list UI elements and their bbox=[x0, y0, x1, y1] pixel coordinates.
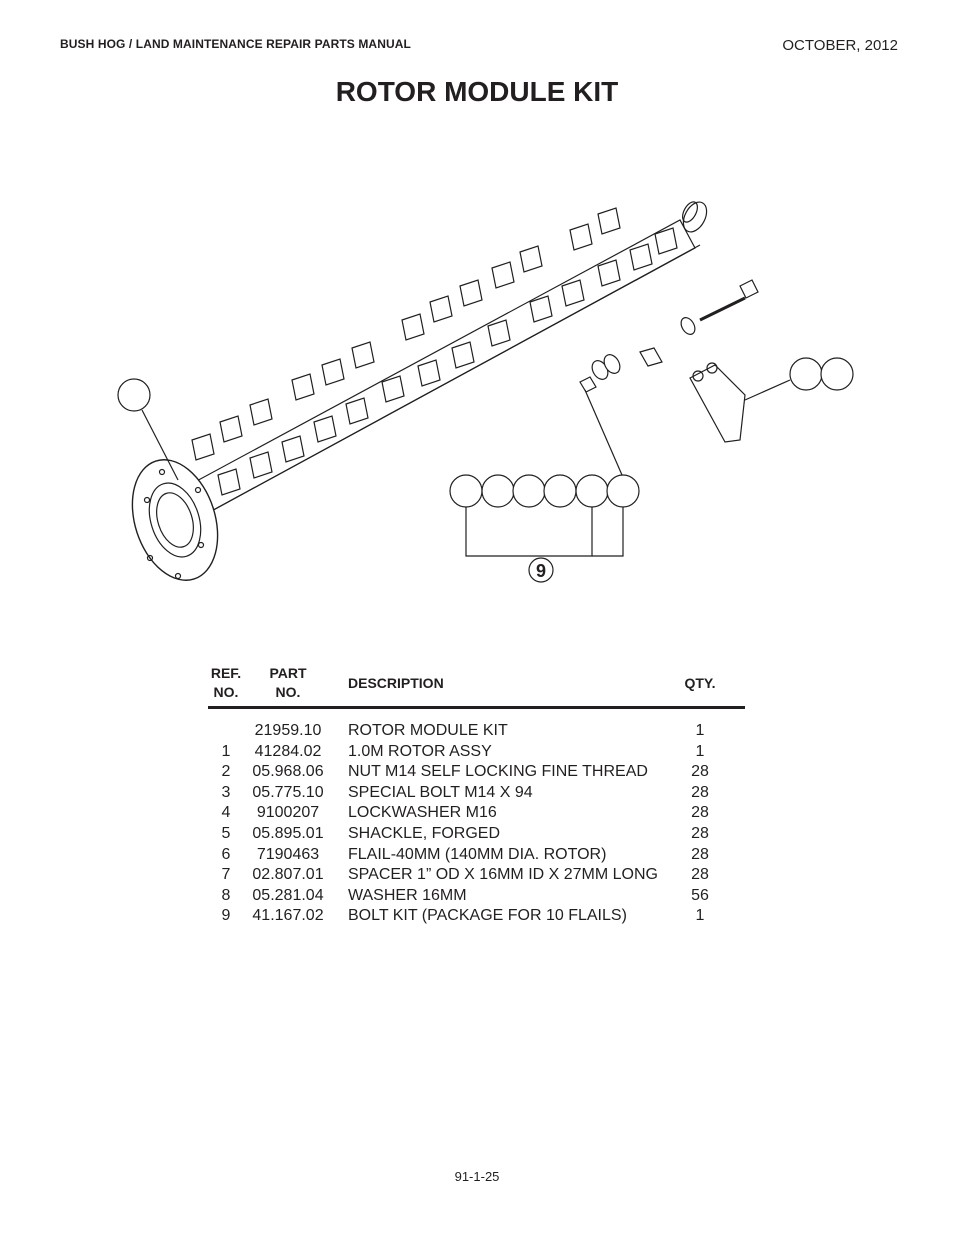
page-number: 91-1-25 bbox=[454, 1169, 500, 1184]
qty-header: QTY. bbox=[684, 675, 716, 691]
qty-cell: 28 bbox=[691, 824, 709, 842]
description-cell: SHACKLE, FORGED bbox=[348, 824, 501, 842]
qty-cell: 28 bbox=[691, 866, 709, 884]
callout-circle-ref-1 bbox=[117, 378, 151, 412]
description-cell: WASHER 16MM bbox=[348, 886, 467, 904]
qty-cell: 28 bbox=[691, 804, 709, 822]
kit-callout-group bbox=[449, 474, 640, 583]
part-no-cell: 7190463 bbox=[256, 845, 320, 863]
part-no-cell: 41284.02 bbox=[254, 742, 322, 760]
qty-cell: 56 bbox=[691, 886, 709, 904]
table-row: 4 9100207 LOCKWASHER M16 28 bbox=[208, 803, 745, 824]
table-row: 9 41.167.02 BOLT KIT (PACKAGE FOR 10 FLAIL… bbox=[208, 906, 745, 927]
callout-circle-ref-5 bbox=[789, 357, 823, 391]
ref-no-cell: 4 bbox=[221, 804, 231, 822]
part-no-cell: 05.895.01 bbox=[252, 824, 324, 842]
rotor-exploded-diagram: 9 bbox=[117, 201, 854, 583]
ref-no-cell: 3 bbox=[221, 783, 231, 801]
table-row: 1 41284.02 1.0M ROTOR ASSY 1 bbox=[208, 742, 745, 763]
part-no-cell: 05.281.04 bbox=[252, 886, 324, 904]
qty-cell: 28 bbox=[691, 845, 709, 863]
table-row: 7 02.807.01 SPACER 1” OD X 16MM ID X 27MM … bbox=[208, 865, 745, 886]
callout-circle-ref-6 bbox=[820, 357, 854, 391]
part-no-cell: 05.775.10 bbox=[252, 783, 324, 801]
ref-no-cell: 6 bbox=[221, 845, 231, 863]
ref-no-cell: 5 bbox=[221, 824, 231, 842]
part-no-cell: 21959.10 bbox=[254, 722, 322, 739]
table-row: 2 05.968.06 NUT M14 SELF LOCKING FINE THRE… bbox=[208, 762, 745, 783]
bolt-hardware bbox=[579, 279, 759, 443]
description-cell: SPECIAL BOLT M14 X 94 bbox=[348, 783, 533, 801]
table-row: 3 05.775.10 SPECIAL BOLT M14 X 94 28 bbox=[208, 783, 745, 804]
ref-no-cell: 8 bbox=[221, 886, 231, 904]
description-cell: BOLT KIT (PACKAGE FOR 10 FLAILS) bbox=[348, 907, 627, 925]
ref-no-cell: 1 bbox=[221, 742, 231, 760]
qty-cell: 28 bbox=[691, 763, 709, 781]
description-cell: ROTOR MODULE KIT bbox=[348, 722, 508, 739]
qty-cell: 1 bbox=[695, 742, 705, 760]
rotor-lugs bbox=[191, 207, 678, 496]
part-no-cell: 05.968.06 bbox=[252, 763, 324, 781]
publication-date: OCTOBER, 2012 bbox=[782, 37, 898, 54]
part-no-cell: 02.807.01 bbox=[252, 866, 324, 884]
qty-cell: 1 bbox=[695, 907, 705, 925]
description-header: DESCRIPTION bbox=[348, 675, 444, 691]
part-no-cell: 41.167.02 bbox=[252, 907, 324, 925]
description-cell: FLAIL-40MM (140MM DIA. ROTOR) bbox=[348, 845, 607, 863]
ref-no-header: REF.NO. bbox=[210, 665, 242, 700]
table-row: 5 05.895.01 SHACKLE, FORGED 28 bbox=[208, 824, 745, 845]
ref-no-cell: 7 bbox=[221, 866, 231, 884]
qty-cell: 28 bbox=[691, 783, 709, 801]
qty-cell: 1 bbox=[695, 722, 705, 739]
table-row: 8 05.281.04 WASHER 16MM 56 bbox=[208, 886, 745, 907]
rotor-assembly bbox=[131, 201, 708, 581]
description-cell: NUT M14 SELF LOCKING FINE THREAD bbox=[348, 763, 648, 781]
parts-table-body: 21959.10 ROTOR MODULE KIT 1 1 41284.02 1.0M R… bbox=[208, 709, 745, 927]
page-title: ROTOR MODULE KIT bbox=[335, 76, 619, 107]
table-row: 6 7190463 FLAIL-40MM (140MM DIA. ROTOR) 28 bbox=[208, 845, 745, 866]
kit-callout-label: 9 bbox=[536, 561, 546, 581]
manual-title: BUSH HOG / LAND MAINTENANCE REPAIR PARTS… bbox=[60, 37, 411, 51]
description-cell: 1.0M ROTOR ASSY bbox=[348, 742, 492, 760]
ref-no-cell: 9 bbox=[221, 907, 231, 925]
ref-no-cell: 2 bbox=[221, 763, 231, 781]
part-no-cell: 9100207 bbox=[256, 804, 320, 822]
description-cell: SPACER 1” OD X 16MM ID X 27MM LONG bbox=[348, 866, 658, 884]
table-row: 21959.10 ROTOR MODULE KIT 1 bbox=[208, 721, 745, 742]
description-cell: LOCKWASHER M16 bbox=[348, 804, 497, 822]
